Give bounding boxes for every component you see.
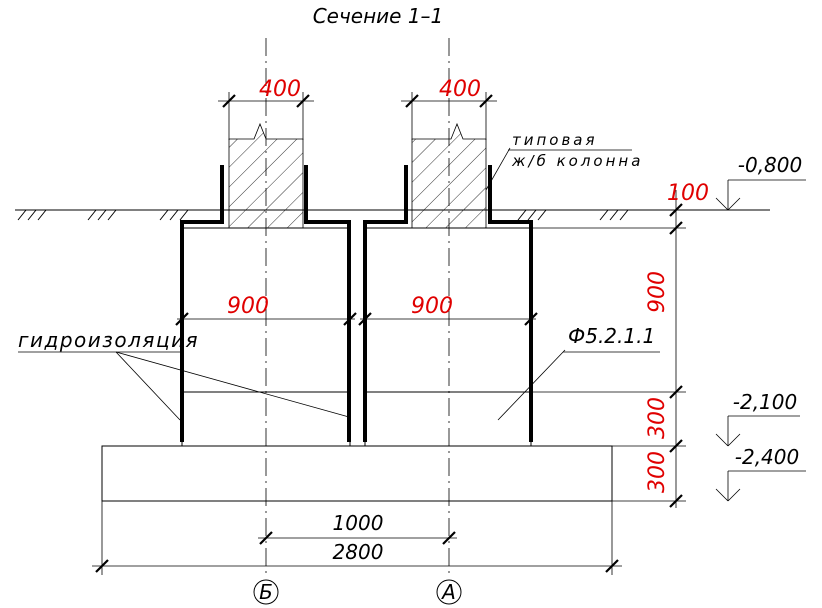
ground-line — [15, 209, 770, 221]
svg-text:100: 100 — [667, 181, 709, 206]
svg-text:-0,800: -0,800 — [738, 153, 802, 177]
drawing-title: Сечение 1–1 — [313, 4, 444, 28]
waterproofing-label: гидроизоляция — [18, 328, 350, 421]
dim-axis-spacing: 1000 — [258, 511, 457, 545]
svg-text:ж/б колонна: ж/б колонна — [511, 152, 643, 170]
dim-total-width: 2800 — [92, 501, 622, 575]
block-mark-label: Ф5.2.1.1 — [497, 324, 660, 421]
svg-text:400: 400 — [439, 77, 481, 102]
block-right — [364, 227, 532, 447]
svg-text:2800: 2800 — [333, 540, 384, 564]
column-label: типовая ж/б колонна — [485, 131, 643, 191]
svg-text:900: 900 — [645, 271, 670, 313]
axis-bubble-right: А — [436, 579, 462, 605]
dim-block-right: 900 — [358, 294, 538, 326]
svg-text:300: 300 — [645, 397, 670, 439]
svg-text:900: 900 — [227, 294, 269, 319]
svg-text:типовая: типовая — [512, 131, 598, 149]
level-mark-middle: -2,100 — [715, 390, 800, 447]
svg-text:гидроизоляция: гидроизоляция — [18, 328, 199, 352]
svg-text:900: 900 — [411, 294, 453, 319]
svg-text:-2,400: -2,400 — [735, 445, 799, 469]
svg-text:1000: 1000 — [333, 511, 384, 535]
svg-text:А: А — [440, 580, 456, 604]
waterproofing-left — [180, 165, 351, 442]
dim-block-left: 900 — [175, 294, 357, 326]
dim-col-left: 400 — [218, 77, 314, 140]
svg-text:Ф5.2.1.1: Ф5.2.1.1 — [568, 324, 655, 348]
axis-bubble-left: Б — [253, 579, 279, 605]
dim-col-right: 400 — [401, 77, 497, 140]
svg-text:300: 300 — [645, 451, 670, 493]
svg-text:400: 400 — [259, 77, 301, 102]
level-mark-bottom: -2,400 — [715, 445, 806, 502]
svg-text:-2,100: -2,100 — [733, 390, 797, 414]
base-slab — [101, 445, 613, 502]
svg-text:Б: Б — [259, 580, 273, 604]
waterproofing-right — [363, 165, 533, 442]
dim-vertical-chain: 100 900 300 300 — [531, 181, 709, 508]
level-mark-top: -0,800 — [715, 153, 806, 211]
